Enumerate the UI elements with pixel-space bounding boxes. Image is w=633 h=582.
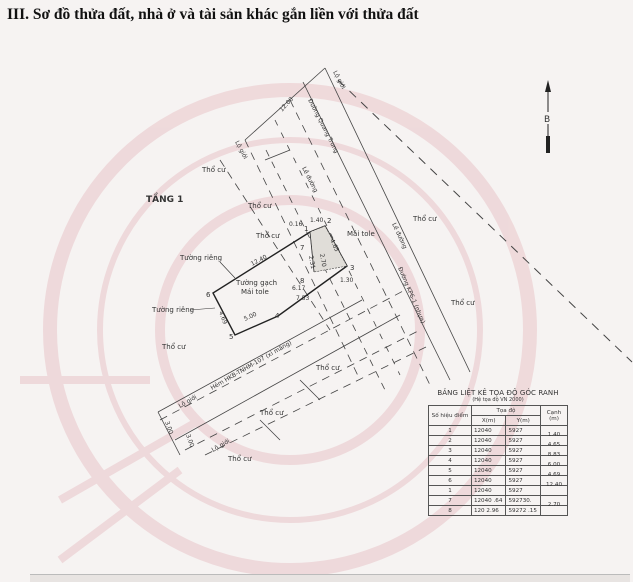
cell-y: 5927 xyxy=(505,425,541,436)
cell-y: 5927 xyxy=(505,435,541,446)
brick-wall-label: Tường gạch xyxy=(235,279,277,287)
cell-x: 12040 xyxy=(470,425,507,436)
table-title: BẢNG LIỆT KÊ TỌA ĐỘ GÓC RANH xyxy=(437,389,559,397)
cell-y: 59272 .15 xyxy=(505,505,541,516)
cell-x: 12040 xyxy=(470,435,507,446)
cell-y: 5927 xyxy=(505,465,541,476)
dim-130: 1.30 xyxy=(340,277,354,284)
cell-p: 3 xyxy=(428,445,472,456)
floor-label: TẦNG 1 xyxy=(146,192,183,205)
header-y: Y(m) xyxy=(505,415,541,426)
edge-value: 4.69 xyxy=(547,472,561,478)
section-title: III. Sơ đồ thửa đất, nhà ở và tài sản kh… xyxy=(7,6,419,23)
cell-p: 7 xyxy=(428,495,472,506)
alley-width-label: 3.00 xyxy=(163,420,174,435)
edge-value: 8.83 xyxy=(547,452,561,458)
alley-width-label: 3.00 xyxy=(184,433,195,448)
cell-y: 5927 xyxy=(505,485,541,496)
residential-label: Thổ cư xyxy=(450,298,475,307)
road-lines xyxy=(219,67,633,391)
cell-x: 12040 xyxy=(470,445,507,456)
watermark-seal xyxy=(20,83,537,577)
residential-label: Thổ cư xyxy=(227,454,252,463)
edge-value: 2.70 xyxy=(547,502,561,508)
residential-label: Thổ cư xyxy=(259,408,284,417)
cell-p: 2 xyxy=(428,435,472,446)
cell-p: 1 xyxy=(428,425,472,436)
cell-p: 5 xyxy=(428,465,472,476)
edge-value: 12.40 xyxy=(545,482,562,488)
sidewalk-label: Lề đường xyxy=(300,165,320,194)
cell-x: 12040 xyxy=(470,465,507,476)
point-8: 8 xyxy=(300,277,304,285)
wall-label-bottom: Tường riêng xyxy=(151,306,194,314)
point-1: 1 xyxy=(304,225,308,233)
dim-469: 4.69 xyxy=(217,310,228,325)
cell-edge xyxy=(540,505,568,516)
header-x: X(m) xyxy=(470,415,507,426)
cell-p: 8 xyxy=(428,505,472,516)
cell-x: 12040 xyxy=(470,475,507,486)
point-4: 4 xyxy=(275,312,280,320)
dim-753: 7.53 xyxy=(296,295,310,302)
point-7: 7 xyxy=(300,244,304,252)
cell-p: 6 xyxy=(428,475,472,486)
residential-label: Thổ cư xyxy=(315,363,340,372)
cell-x: 120 2.96 xyxy=(470,505,507,516)
cell-x: 12040 .64 xyxy=(470,495,507,506)
cell-y: 5927 xyxy=(505,475,541,486)
cell-x: 12040 xyxy=(470,455,507,466)
cell-y: 5927 xyxy=(505,445,541,456)
land-use-labels: Thổ cư Thổ cư Thổ cư Thổ cư Thổ cư Thổ c… xyxy=(161,165,475,463)
header-edge: Cạnh (m) xyxy=(540,405,568,426)
point-6: 6 xyxy=(206,291,211,299)
residential-label: Thổ cư xyxy=(255,231,280,240)
dim-140: 1.40 xyxy=(310,217,324,224)
residential-label: Thổ cư xyxy=(201,165,226,174)
cell-p: 4 xyxy=(428,455,472,466)
dim-1240: 12.40 xyxy=(250,254,269,268)
roof-label-annex: Mái tole xyxy=(347,230,375,238)
point-5: 5 xyxy=(229,333,233,341)
dim-270: 2.70 xyxy=(318,253,327,268)
north-label: B xyxy=(544,115,550,125)
dim-500: 5.00 xyxy=(243,311,258,323)
residential-label: Thổ cư xyxy=(161,342,186,351)
dim-231: 2.31 xyxy=(307,255,316,270)
residential-label: Thổ cư xyxy=(412,214,437,223)
coordinate-table: BẢNG LIỆT KÊ TỌA ĐỘ GÓC RANH (Hệ tọa độ … xyxy=(428,389,568,516)
page-bottom-edge xyxy=(30,574,630,582)
edge-value: 4.65 xyxy=(547,442,561,448)
alley-lines xyxy=(157,289,431,456)
north-arrow-icon xyxy=(541,80,555,153)
alley-name: Hẻm HKB-TNHM-107 (xi măng) xyxy=(210,339,294,391)
cell-y: 5927 xyxy=(505,455,541,466)
header-point: Số hiệu điểm xyxy=(428,405,472,426)
point-3: 3 xyxy=(350,264,354,272)
road-name-main: Đường Quang Trung xyxy=(306,98,340,155)
cell-p: 1 xyxy=(428,485,472,496)
cell-x: 12040 xyxy=(470,485,507,496)
wall-label-top: Tường riêng xyxy=(179,254,222,262)
edge-value: 1.40 xyxy=(547,432,561,438)
table-subtitle: (Hệ tọa độ VN 2000) xyxy=(472,397,524,403)
residential-label: Thổ cư xyxy=(247,201,272,210)
roof-label: Mái tole xyxy=(241,288,269,296)
cell-y: 592730. xyxy=(505,495,541,506)
edge-value: 6.00 xyxy=(547,462,561,468)
dim-617: 6.17 xyxy=(292,285,306,292)
point-2: 2 xyxy=(327,217,331,225)
header-coord: Tọa độ xyxy=(470,405,542,416)
dim-016: 0.16 xyxy=(289,221,303,228)
parcel-outline xyxy=(212,225,348,336)
